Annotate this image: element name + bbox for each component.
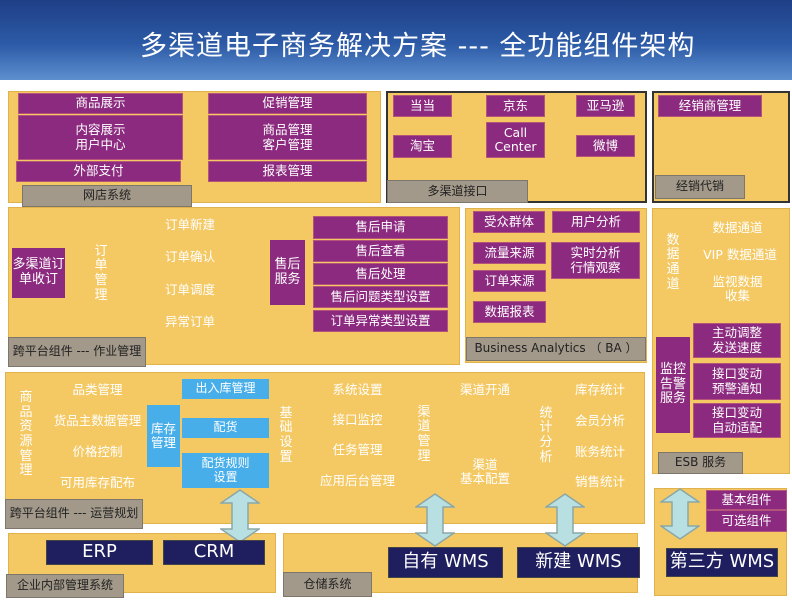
page-title: 多渠道电子商务解决方案 --- 全功能组件架构 [140, 31, 696, 62]
double-arrow-icon [415, 493, 455, 547]
feature-box[interactable]: 多渠道订单收订 [12, 248, 65, 298]
section-label: 多渠道接口 [387, 180, 528, 203]
feature-text: VIP 数据通道 [703, 246, 777, 262]
double-arrow-icon [220, 489, 260, 543]
feature-text: 销售统计 [574, 473, 625, 489]
channel-box[interactable]: 当当 [393, 95, 452, 117]
system-box[interactable]: CRM [163, 540, 265, 565]
feature-text: 订单新建 [164, 216, 215, 232]
feature-text: 任务管理 [332, 441, 383, 457]
system-box[interactable]: 第三方 WMS [666, 548, 778, 577]
system-box[interactable]: ERP [46, 540, 153, 565]
section-label: 网店系统 [22, 185, 192, 207]
feature-box[interactable]: 经销商管理 [658, 95, 762, 117]
feature-box[interactable]: 售后查看 [313, 240, 448, 262]
feature-text: 接口监控 [332, 411, 383, 427]
feature-box[interactable]: 实时分析 行情观察 [551, 242, 640, 279]
channel-box[interactable]: 淘宝 [393, 135, 452, 158]
system-box[interactable]: 新建 WMS [517, 547, 640, 578]
feature-text: 账务统计 [574, 443, 625, 459]
category-box[interactable]: 售后服务 [270, 240, 305, 305]
feature-text: 可用库存配布 [59, 474, 135, 490]
feature-box[interactable]: 售后申请 [313, 216, 448, 239]
feature-box[interactable]: 配货规则 设置 [182, 453, 269, 488]
channel-box[interactable]: 京东 [486, 95, 545, 117]
channel-box[interactable]: Call Center [486, 122, 545, 158]
feature-box[interactable]: 售后处理 [313, 263, 448, 285]
system-box[interactable]: 自有 WMS [388, 547, 503, 578]
feature-box[interactable]: 商品管理 客户管理 [208, 115, 367, 160]
category-box[interactable]: 库存管理 [147, 405, 180, 467]
feature-box[interactable]: 订单来源 [473, 270, 546, 292]
feature-box[interactable]: 订单异常类型设置 [313, 310, 448, 332]
category-box[interactable]: 监控告警服务 [656, 337, 690, 433]
feature-text: 渠道 基本配置 [459, 456, 510, 486]
header-banner [0, 0, 792, 80]
category-label: 渠道管理 [417, 404, 431, 464]
legend-basic[interactable]: 基本组件 [706, 490, 787, 510]
channel-box[interactable]: 微博 [576, 135, 635, 157]
feature-box[interactable]: 接口变动 预警通知 [693, 363, 781, 400]
feature-text: 价格控制 [72, 443, 123, 459]
feature-box[interactable]: 报表管理 [208, 161, 367, 182]
category-label: 基础设置 [279, 405, 293, 465]
feature-text: 会员分析 [574, 412, 625, 428]
feature-text: 库存统计 [574, 381, 625, 397]
feature-box[interactable]: 主动调整 发送速度 [693, 323, 781, 358]
feature-box[interactable]: 商品展示 [18, 93, 183, 114]
section-label: 跨平台组件 --- 作业管理 [8, 337, 146, 367]
feature-text: 应用后台管理 [319, 472, 395, 488]
section-label: 跨平台组件 --- 运营规划 [5, 499, 143, 529]
double-arrow-icon [545, 493, 585, 547]
feature-text: 数据通道 [712, 219, 763, 235]
section-label: 企业内部管理系统 [6, 574, 124, 598]
section-label: Business Analytics （ BA ） [466, 337, 646, 361]
feature-text: 系统设置 [332, 381, 383, 397]
panel-planning [5, 372, 645, 524]
section-label: 经销代销 [655, 175, 745, 199]
feature-text: 品类管理 [72, 381, 123, 397]
section-label: 仓储系统 [283, 572, 372, 597]
section-label: ESB 服务 [658, 452, 743, 474]
channel-box[interactable]: 亚马逊 [576, 95, 635, 117]
feature-box[interactable]: 受众群体 [473, 211, 545, 233]
feature-text: 异常订单 [164, 313, 215, 329]
feature-text: 订单调度 [164, 281, 215, 297]
feature-text: 渠道开通 [459, 381, 510, 397]
feature-box[interactable]: 配货 [182, 418, 269, 438]
feature-text: 货品主数据管理 [53, 412, 142, 428]
feature-text: 订单确认 [164, 248, 215, 264]
double-arrow-icon [660, 488, 700, 540]
feature-text: 监视数据 收集 [712, 273, 763, 303]
category-label: 数据通道 [666, 232, 680, 292]
category-label: 商品资源管理 [19, 390, 33, 479]
legend-optional[interactable]: 可选组件 [706, 510, 787, 532]
feature-box[interactable]: 促销管理 [208, 93, 367, 114]
feature-box[interactable]: 数据报表 [473, 301, 546, 323]
feature-box[interactable]: 用户分析 [552, 211, 640, 233]
feature-box[interactable]: 外部支付 [16, 161, 181, 182]
feature-box[interactable]: 内容展示 用户中心 [18, 115, 183, 160]
feature-box[interactable]: 接口变动 自动适配 [693, 403, 781, 438]
feature-box[interactable]: 流量来源 [473, 242, 546, 264]
feature-box[interactable]: 售后问题类型设置 [313, 286, 448, 308]
category-label: 统计分析 [539, 405, 553, 465]
feature-box[interactable]: 出入库管理 [182, 379, 269, 399]
category-label: 订单管理 [94, 243, 108, 303]
